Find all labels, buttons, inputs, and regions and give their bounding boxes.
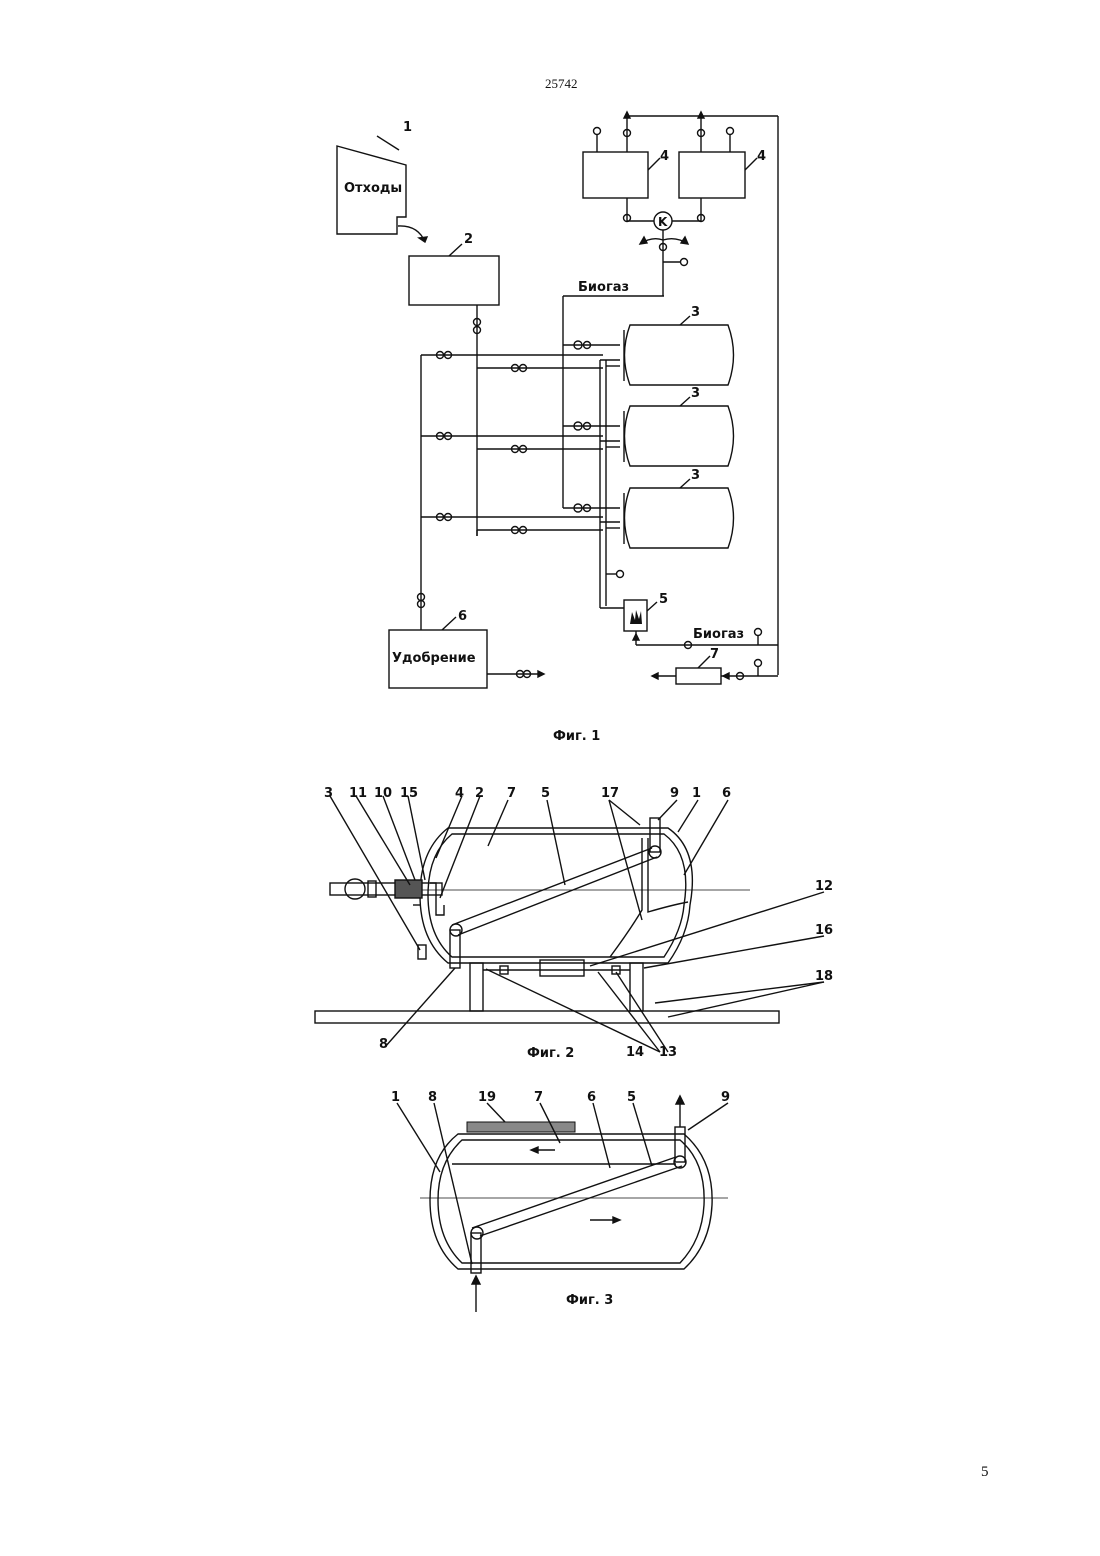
reactor-3 — [625, 488, 734, 548]
ref-reactor-2: 3 — [691, 386, 700, 401]
fig2-ref: 10 — [374, 786, 392, 801]
fig2-ref: 2 — [475, 786, 484, 801]
base-plate — [315, 1011, 779, 1023]
compressor-label: K — [658, 215, 668, 229]
figure-2-reactor-section: 3 11 10 15 4 2 7 5 17 9 1 6 12 16 18 8 1… — [315, 786, 833, 1061]
fig2-ref: 11 — [349, 786, 367, 801]
figure-1-caption: Фиг. 1 — [553, 729, 600, 744]
reactor-1 — [625, 325, 734, 385]
ref-storage-left: 4 — [660, 149, 669, 164]
reactor-piping — [421, 296, 664, 608]
fig3-ref: 8 — [428, 1090, 437, 1105]
fig2-ref: 8 — [379, 1037, 388, 1052]
fertilizer-label: Удобрение — [392, 651, 476, 666]
biogas-label-bottom: Биогаз — [693, 627, 744, 642]
fig2-ref: 9 — [670, 786, 679, 801]
figure-3-caption: Фиг. 3 — [566, 1293, 613, 1308]
ref-storage-right: 4 — [757, 149, 766, 164]
fig2-ref: 4 — [455, 786, 464, 801]
fig3-ref: 7 — [534, 1090, 543, 1105]
ref-reactor-1: 3 — [691, 305, 700, 320]
fig2-ref: 6 — [722, 786, 731, 801]
waste-label: Отходы — [344, 181, 402, 196]
mesh-screen — [467, 1122, 575, 1132]
ref-heater: 5 — [659, 592, 668, 607]
fig2-ref: 15 — [400, 786, 418, 801]
unit-7-box — [676, 668, 721, 684]
ref-fertilizer: 6 — [458, 609, 467, 624]
fig3-ref: 5 — [627, 1090, 636, 1105]
biogas-label-top: Биогаз — [578, 280, 629, 295]
figure-2-reference-numbers: 3 11 10 15 4 2 7 5 17 9 1 6 12 16 18 8 1… — [324, 786, 833, 1060]
figure-2-caption: Фиг. 2 — [527, 1046, 574, 1061]
mixer-box — [409, 256, 499, 305]
ref-unit7: 7 — [710, 647, 719, 662]
storage-left — [583, 152, 648, 198]
ref-waste: 1 — [403, 120, 412, 135]
fig2-ref: 13 — [659, 1045, 677, 1060]
figure-3-reactor-plan: 1 8 19 7 6 5 9 Фиг. 3 — [391, 1090, 730, 1312]
fig2-ref: 3 — [324, 786, 333, 801]
fig2-ref: 17 — [601, 786, 619, 801]
fig2-ref: 14 — [626, 1045, 644, 1060]
fig3-ref: 19 — [478, 1090, 496, 1105]
fig2-ref: 16 — [815, 923, 833, 938]
figure-1-process-scheme: Отходы 1 2 — [337, 112, 778, 744]
reactor-shell-plan — [430, 1134, 712, 1269]
fig3-ref: 1 — [391, 1090, 400, 1105]
fig3-ref: 6 — [587, 1090, 596, 1105]
fig3-ref: 9 — [721, 1090, 730, 1105]
flame-icon — [630, 610, 642, 624]
ref-mixer: 2 — [464, 232, 473, 247]
storage-right — [679, 152, 745, 198]
fig2-ref: 1 — [692, 786, 701, 801]
ref-reactor-3: 3 — [691, 468, 700, 483]
fig2-ref: 12 — [815, 879, 833, 894]
fig2-ref: 5 — [541, 786, 550, 801]
reactor-tanks — [624, 325, 734, 548]
fig2-ref: 18 — [815, 969, 833, 984]
reactor-2 — [625, 406, 734, 466]
fig2-ref: 7 — [507, 786, 516, 801]
